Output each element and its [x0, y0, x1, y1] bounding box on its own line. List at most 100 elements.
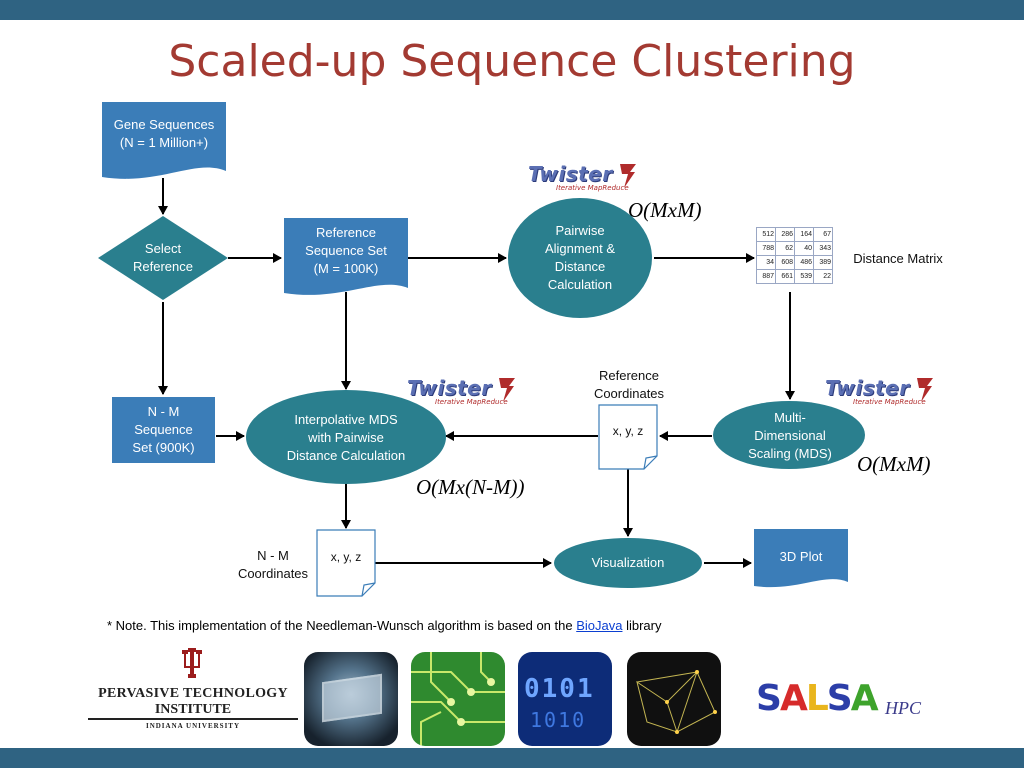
distance-matrix-label: Distance Matrix: [853, 251, 943, 266]
mds-label: Multi- Dimensional Scaling (MDS): [730, 408, 850, 464]
select-reference-label: Select Reference: [118, 238, 208, 278]
nm-set-label: N - M Sequence Set (900K): [112, 401, 215, 459]
pti-line3: INDIANA UNIVERSITY: [145, 722, 241, 730]
mds-line1: Multi-: [774, 410, 806, 425]
distance-matrix-cell: 40: [794, 241, 814, 256]
mds-complexity: O(MxM): [857, 452, 931, 476]
nm-coordinates-doc: [316, 529, 376, 597]
distance-matrix-cell: 887: [756, 269, 776, 284]
gene-sequences-node: [102, 102, 226, 179]
salsa-letter: S: [826, 678, 853, 719]
binary-thumbnail: 0101 1010: [518, 652, 612, 746]
twister-flag-icon: [499, 378, 515, 402]
visualization-label: Visualization: [591, 555, 665, 570]
interpolative-node: [246, 390, 446, 484]
reference-set-label: Reference Sequence Set (M = 100K): [284, 222, 408, 280]
screen-thumbnail: [304, 652, 398, 746]
distance-matrix-cell: 286: [775, 227, 795, 242]
distance-matrix-cell: 539: [794, 269, 814, 284]
pairwise-line3: Distance: [554, 259, 606, 274]
distance-matrix-cell: 67: [813, 227, 833, 242]
select-reference-node: [98, 216, 228, 300]
pairwise-line4: Calculation: [547, 277, 613, 292]
nm-coordinates-label: N - M Coordinates: [228, 546, 318, 584]
distance-matrix-cell: 62: [775, 241, 795, 256]
pairwise-label: Pairwise Alignment & Distance Calculatio…: [520, 220, 640, 296]
nm-coordinates-doc-text: x, y, z: [330, 550, 362, 564]
distance-matrix-cell: 343: [813, 241, 833, 256]
interpolative-label: Interpolative MDS with Pairwise Distance…: [266, 409, 426, 467]
pairwise-complexity: O(MxM): [628, 198, 702, 222]
salsa-letter: A: [850, 678, 879, 719]
reference-coordinates-label: Reference Coordinates: [580, 366, 678, 404]
gene-sequences-label: Gene Sequences (N = 1 Million+): [102, 114, 226, 154]
distance-matrix-cell: 164: [794, 227, 814, 242]
distance-matrix-cell: 34: [756, 255, 776, 270]
top-bar: [0, 0, 1024, 20]
plot-3d-label: 3D Plot: [779, 549, 823, 564]
twister-logo: Twister Iterative MapReduce: [528, 162, 636, 192]
reference-set-line3: (M = 100K): [313, 261, 379, 276]
twister-logo-tagline: Iterative MapReduce: [853, 398, 926, 406]
salsa-hpc-text: HPC: [885, 698, 921, 718]
twister-logo: Twister Iterative MapReduce: [825, 376, 933, 406]
pti-line1: PERVASIVE TECHNOLOGY: [98, 686, 288, 701]
connector-arrows: [158, 178, 795, 568]
mds-line2: Dimensional: [754, 428, 826, 443]
gene-sequences-line2: (N = 1 Million+): [119, 135, 209, 150]
twister-logo-name: Twister: [407, 376, 492, 400]
mds-node: [713, 401, 865, 469]
circuit-thumbnail: [411, 652, 505, 746]
pti-line2: INSTITUTE: [154, 702, 232, 717]
twister-flag-icon: [620, 164, 636, 188]
distance-matrix-cell: 389: [813, 255, 833, 270]
salsa-logo: SALSA: [756, 678, 879, 719]
pairwise-line1: Pairwise: [555, 223, 605, 238]
nm-set-line3: Set (900K): [132, 440, 195, 455]
twister-flag-icon: [917, 378, 933, 402]
distance-matrix-cell: 788: [756, 241, 776, 256]
biojava-link[interactable]: BioJava: [576, 618, 623, 633]
bottom-bar: [0, 748, 1024, 768]
nm-set-line2: Sequence: [134, 422, 193, 437]
distance-matrix-cell: 608: [775, 255, 795, 270]
mds-line3: Scaling (MDS): [748, 446, 832, 461]
plot-3d-node: [754, 529, 848, 588]
footnote: * Note. This implementation of the Needl…: [107, 618, 661, 633]
pairwise-node: [508, 198, 652, 318]
nm-coordinates-line1: N - M: [257, 548, 289, 563]
distance-matrix-cell: 486: [794, 255, 814, 270]
footnote-prefix: * Note. This implementation of the Needl…: [107, 618, 577, 633]
distance-matrix-cell: 512: [756, 227, 776, 242]
reference-coordinates-line2: Coordinates: [593, 386, 665, 401]
reference-coordinates-line1: Reference: [599, 368, 659, 383]
reference-set-node: [284, 218, 408, 295]
select-reference-line2: Reference: [133, 259, 193, 274]
nm-set-node: [112, 397, 215, 463]
visualization-node: [554, 538, 702, 588]
reference-set-line2: Sequence Set: [305, 243, 387, 258]
pti-logo: PERVASIVE TECHNOLOGY INSTITUTE INDIANA U…: [88, 646, 298, 736]
distance-matrix-cell: 22: [813, 269, 833, 284]
gene-sequences-line1: Gene Sequences: [113, 117, 215, 132]
interpolative-complexity: O(Mx(N-M)): [416, 475, 525, 499]
interpolative-line1: Interpolative MDS: [294, 412, 398, 427]
reference-coordinates-doc: [598, 404, 658, 470]
network-map-thumbnail: [627, 652, 721, 746]
reference-set-line1: Reference: [316, 225, 376, 240]
interpolative-line2: with Pairwise: [308, 430, 384, 445]
twister-logo-tagline: Iterative MapReduce: [435, 398, 508, 406]
salsa-letter: L: [805, 678, 829, 719]
twister-logo-name: Twister: [825, 376, 910, 400]
interpolative-line3: Distance Calculation: [286, 448, 406, 463]
slide-title: Scaled-up Sequence Clustering: [168, 36, 856, 87]
salsa-letter: A: [779, 678, 808, 719]
twister-logo: Twister Iterative MapReduce: [407, 376, 515, 406]
nm-coordinates-line2: Coordinates: [237, 566, 309, 581]
